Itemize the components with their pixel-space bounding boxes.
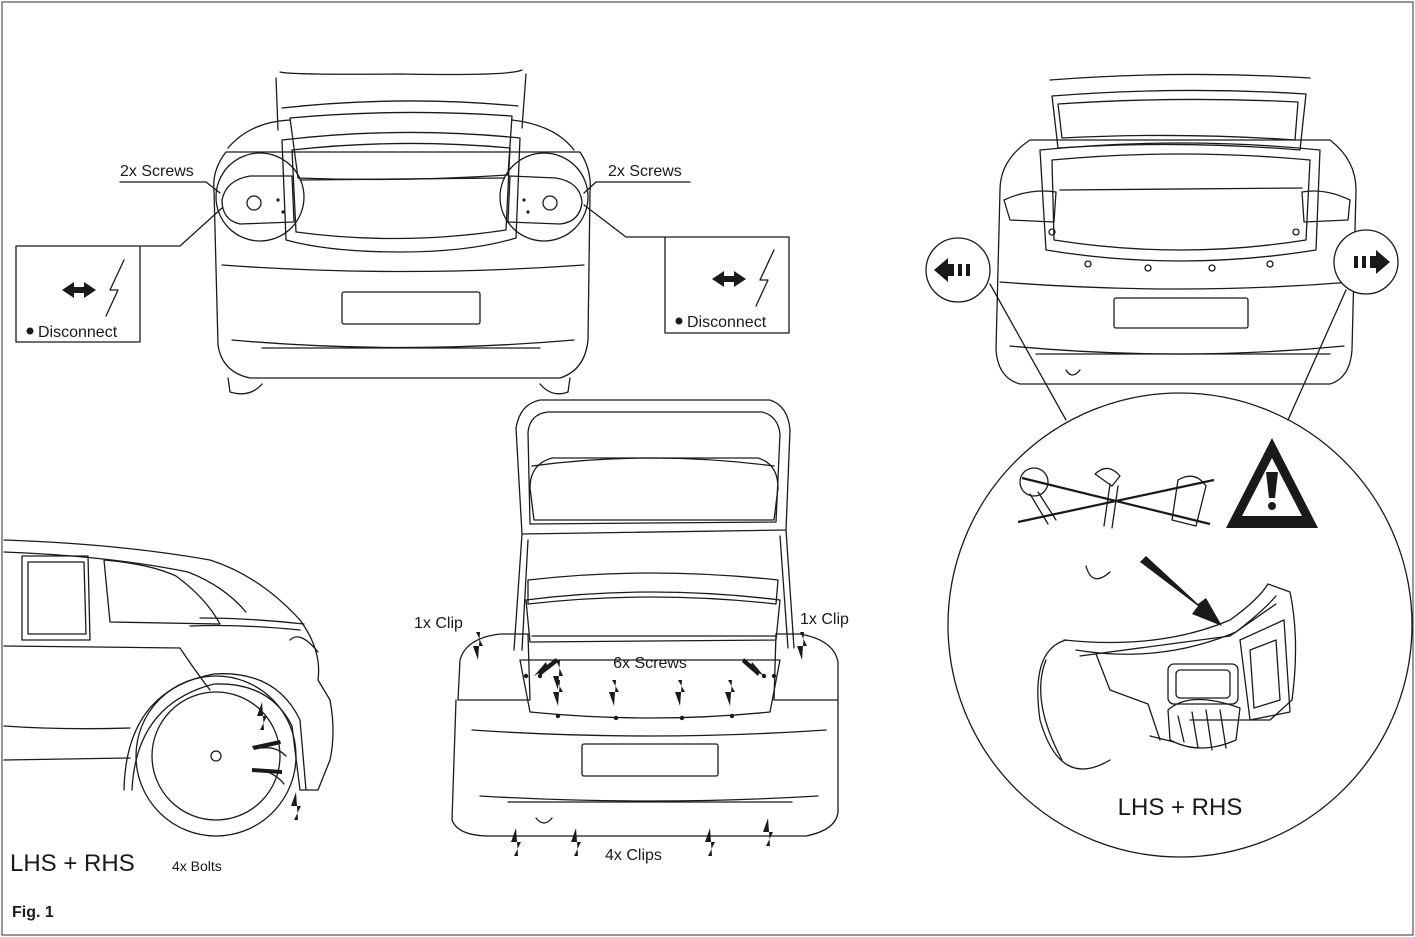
car-rear-top-right [995,73,1357,385]
pull-left-arrow-icon [934,258,970,282]
bullet-dot [26,327,34,335]
screw-holes [1048,228,1300,272]
screws-label-right: 2x Screws [608,163,682,180]
detail-sides-label: LHS + RHS [1118,794,1243,821]
bulb-disconnect-icon [62,282,96,298]
screws-callout-right: 2x Screws [583,163,691,194]
screw-points [523,673,777,721]
bumper-bracket-detail [1037,565,1297,770]
lightning-icon [105,259,125,317]
bullet-dot [675,317,683,325]
disconnect-label-left: Disconnect [38,324,118,341]
disconnect-box-right: Disconnect [583,204,790,334]
disconnect-label-right: Disconnect [687,314,767,331]
screws-center-label: 6x Screws [613,655,687,672]
car-side-view [3,539,334,837]
clip-arrows [473,632,807,856]
bolts-label: 4x Bolts [172,858,222,874]
bolt-arrows [252,702,301,820]
crossed-fasteners-icon [1017,467,1215,529]
car-rear-top-left [213,69,591,395]
clips-bottom-label: 4x Clips [605,847,662,864]
force-arrow-icon [1140,556,1222,626]
screws-callout-left: 2x Screws [119,163,221,194]
warning-triangle-icon [1226,438,1318,528]
leader-line [989,283,1067,421]
bulb-disconnect-icon [712,271,746,287]
clip-label-left: 1x Clip [414,615,463,632]
screws-label-left: 2x Screws [120,163,194,180]
pull-right-arrow-icon [1354,250,1390,274]
leader-line [1287,289,1347,421]
clip-label-right: 1x Clip [800,611,849,628]
side-sides-label: LHS + RHS [10,850,135,877]
pull-right-callout [1333,229,1399,295]
screw-arrows [534,658,764,706]
pull-left-callout [925,237,991,303]
figure-caption: Fig. 1 [12,904,54,921]
car-rear-center [451,399,839,837]
detail-circle [947,392,1413,858]
disconnect-box-left: Disconnect [15,207,223,343]
lightning-icon [755,249,775,307]
